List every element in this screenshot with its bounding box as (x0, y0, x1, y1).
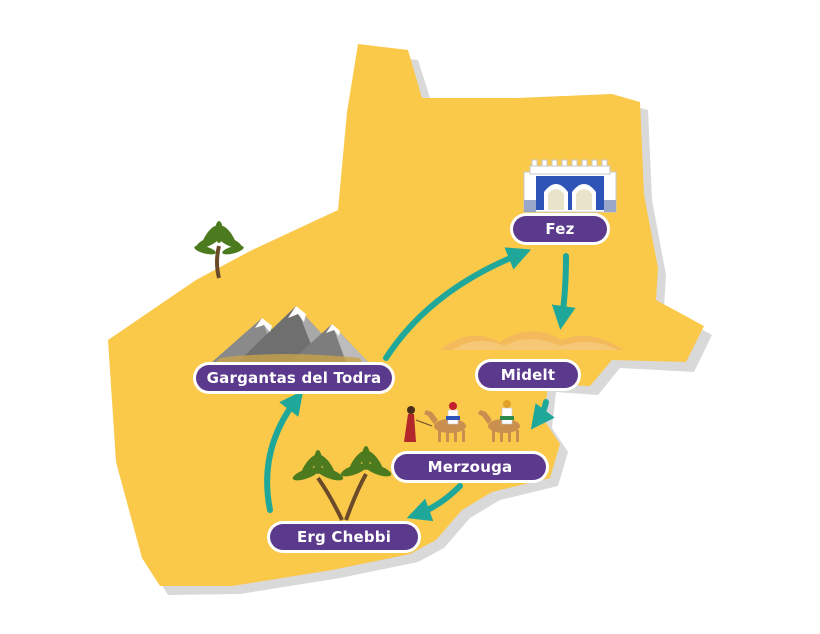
palm-trees-icon (292, 446, 392, 521)
route-arrow-midelt-to-merzouga (530, 399, 555, 430)
mountains-icon (212, 306, 368, 362)
route-arrow-merzouga-to-erg-chebbi (406, 483, 463, 522)
route-arrow-gargantas-to-fez (383, 247, 532, 361)
location-label-merzouga: Merzouga (394, 454, 546, 480)
city-gate-icon (523, 159, 617, 213)
location-label-gargantas-del-todra: Gargantas del Todra (196, 365, 392, 391)
route-arrow-fez-to-midelt (551, 253, 576, 330)
palm-tree-icon (194, 221, 244, 279)
location-label-erg-chebbi: Erg Chebbi (270, 524, 418, 550)
location-label-midelt: Midelt (478, 362, 578, 388)
location-label-fez: Fez (513, 216, 607, 242)
dunes-icon (440, 331, 624, 350)
route-arrow-erg-chebbi-to-gargantas (264, 390, 304, 513)
land-area (108, 44, 704, 586)
camel-caravan-icon (404, 400, 520, 442)
